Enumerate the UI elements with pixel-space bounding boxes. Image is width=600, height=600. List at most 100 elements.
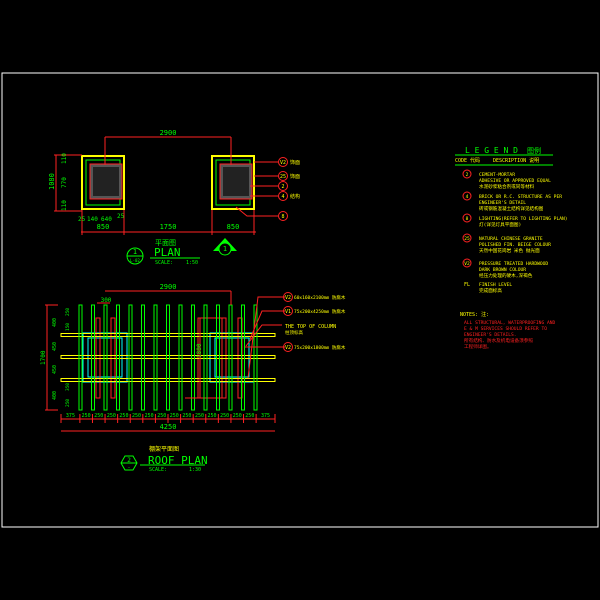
roof-left-overall: 1700 xyxy=(40,350,47,365)
roof-bottom-dim: 250 xyxy=(220,413,229,419)
callout-label-cn: 柱顶标高 xyxy=(285,329,303,336)
roof-rafter xyxy=(253,304,258,411)
roof-rafter xyxy=(191,304,195,411)
legend-description: BRICK OR R.C. STRUCTURE AS PER xyxy=(479,194,562,200)
roof-bottom-dim: 250 xyxy=(132,413,141,419)
callout-code: V2 xyxy=(285,345,291,351)
plan-top-dim: 2900 xyxy=(160,129,177,137)
callout-code: 2 xyxy=(281,184,284,190)
plan-dimensions xyxy=(54,136,278,235)
plan-detail-dim: 140 xyxy=(87,216,98,223)
plan-number: 1 xyxy=(133,248,137,256)
roof-rafter xyxy=(228,304,233,411)
roof-bottom-dim: 250 xyxy=(208,413,217,419)
plan-dim: 850 xyxy=(97,223,110,231)
plan-title-cn: 平面图 xyxy=(155,239,176,247)
roof-beam xyxy=(60,333,276,337)
callout-circle-icon xyxy=(278,211,288,221)
roof-bottom-dim: 250 xyxy=(170,413,179,419)
callout-label: 75x200x1800mm 防腐木 xyxy=(294,344,346,351)
plan-view: 2900 850 1750 850 25 140 640 25 1080 110… xyxy=(48,129,300,266)
roof-sheet: - xyxy=(127,465,130,471)
roof-bottom-dim: 250 xyxy=(145,413,154,419)
roof-bottom-dim: 250 xyxy=(157,413,166,419)
roof-beam xyxy=(60,355,276,359)
callout-circle-icon xyxy=(283,342,293,352)
callout-circle-icon xyxy=(278,181,288,191)
legend-description: 天然中国花岗岩 米色 抛光面 xyxy=(479,247,540,254)
roof-bottom-dim: 250 xyxy=(119,413,128,419)
column-inner xyxy=(87,337,123,378)
roof-bottom-dim: 250 xyxy=(94,413,103,419)
legend-code-circle-icon xyxy=(462,258,472,268)
roof-rafter xyxy=(91,304,95,411)
roof-left-subdim: 350 xyxy=(65,383,71,391)
roof-left-dim: 450 xyxy=(52,342,58,351)
roof-rafter xyxy=(103,304,108,411)
callout-label: THE TOP OF COLUMN xyxy=(285,324,336,330)
roof-bottom-dim: 375 xyxy=(261,413,270,419)
legend-description: NATURAL CHINESE GRANITE xyxy=(479,236,543,242)
roof-overall-dim: 4250 xyxy=(160,423,177,431)
roof-rafter xyxy=(178,304,183,411)
callout-label: 75x200x4250mm 防腐木 xyxy=(294,308,346,315)
roof-title-text: ROOF PLAN xyxy=(148,454,208,467)
roof-top-dim: 2900 xyxy=(160,283,177,291)
roof-spacing-dim: 300 xyxy=(101,297,112,304)
roof-rafter xyxy=(116,304,120,411)
legend-description: ADHESIVE OR APPROVED EQUAL xyxy=(479,178,551,184)
legend-description: FINISH LEVEL xyxy=(479,282,512,288)
roof-left-dim: 400 xyxy=(52,391,58,400)
roof-title-cn: 棚架平面图 xyxy=(149,445,179,453)
callout-circle-icon xyxy=(278,157,288,167)
callout-code: V2 xyxy=(285,295,291,301)
callout-label: 60x160x2100mm 防腐木 xyxy=(294,294,346,301)
legend-code-circle-icon xyxy=(462,191,472,201)
roof-bottom-dim: 375 xyxy=(66,413,75,419)
roof-scale-label: SCALE: xyxy=(149,467,167,473)
roof-rafter xyxy=(241,304,245,411)
section-marker-number: 1 xyxy=(223,245,227,253)
roof-left-dim: 450 xyxy=(52,365,58,374)
notes-title: NOTES: 注: xyxy=(460,311,489,318)
legend-description: LIGHTING(REFER TO LIGHTING PLAN) xyxy=(479,216,568,222)
roof-rafter xyxy=(141,304,145,411)
roof-column-dim: 1800 xyxy=(196,343,203,358)
roof-rafter xyxy=(153,304,158,411)
legend-description: 灯(详见灯具平面图) xyxy=(479,221,521,228)
legend-code: 4 xyxy=(466,194,469,200)
drawing-frame xyxy=(1,72,599,528)
roof-rafter xyxy=(78,304,83,411)
plan-dim: 850 xyxy=(227,223,240,231)
callout-label: 饰面 xyxy=(290,159,300,166)
legend-code: 2 xyxy=(466,172,469,178)
legend-code-circle-icon xyxy=(462,213,472,223)
notes-line: ENGINEER'S DETAILS. xyxy=(464,332,517,338)
legend-title-cn: 图例 xyxy=(527,146,541,155)
legend-description: DARK BROWN COLOUR xyxy=(479,267,526,273)
callout-label: 饰面 xyxy=(290,173,300,180)
roof-number: 2 xyxy=(127,457,131,464)
legend-code: 25 xyxy=(464,236,470,242)
roof-left-subdim: 250 xyxy=(65,308,71,316)
callout-circle-icon xyxy=(278,191,288,201)
roof-bottom-dim: 250 xyxy=(233,413,242,419)
plan-title: 1 L-02 平面图 PLAN SCALE: 1:50 1 xyxy=(126,238,237,266)
callout-circle-icon xyxy=(283,306,293,316)
legend-description: ENGINEER'S DETAIL xyxy=(479,200,526,206)
legend-code-circle-icon xyxy=(462,233,472,243)
callout-circle-icon xyxy=(283,292,293,302)
callout-circle-icon xyxy=(278,171,288,181)
roof-left-subdim: 250 xyxy=(65,399,71,407)
roof-left-subdim: 150 xyxy=(65,323,71,331)
roof-rafter xyxy=(216,304,220,411)
legend-code: FL xyxy=(464,282,470,288)
plan-dim: 1750 xyxy=(160,223,177,231)
legend-code: V2 xyxy=(464,261,470,267)
notes-line: ALL STRUCTURAL, WATERPROOFING AND xyxy=(464,320,556,326)
legend-code-circle-icon xyxy=(462,169,472,179)
roof-rafter xyxy=(166,304,170,411)
